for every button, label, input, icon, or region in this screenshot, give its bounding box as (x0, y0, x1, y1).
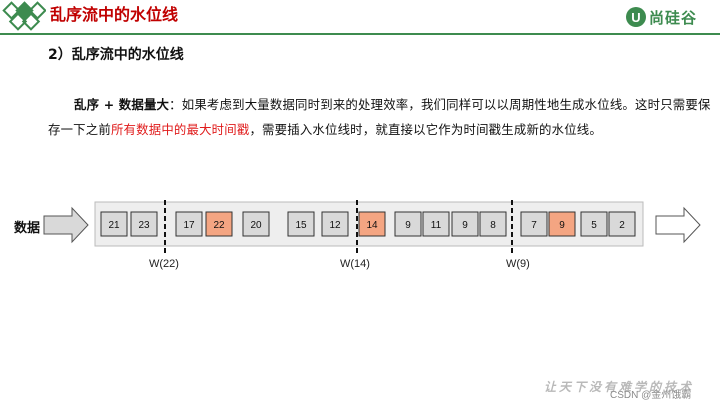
event-box (321, 211, 349, 237)
event-box (242, 211, 270, 237)
event-timestamp: 9 (405, 220, 411, 231)
event-box-highlighted (358, 211, 386, 237)
event-box (451, 211, 479, 237)
event-box (175, 211, 203, 237)
event-timestamp: 5 (591, 220, 597, 231)
watermark-diagram: 数据 21 23 17 22 20 15 12 14 9 11 9 8 7 9 5 2 W(22) W(14)… (0, 190, 720, 280)
event-box (130, 211, 158, 237)
section-subtitle: 2）乱序流中的水位线 (48, 47, 184, 63)
event-timestamp: 20 (250, 220, 262, 231)
event-box (287, 211, 315, 237)
event-timestamp: 12 (329, 220, 341, 231)
body-paragraph: 乱序 + 数据量大：如果考虑到大量数据同时到来的处理效率，我们同样可以以周期性地… (48, 92, 712, 142)
paragraph-text-1: ：如果考虑到大量数据同时到来的处理效率，我们同样可以以周期性地生成水位线。这时只… (48, 97, 711, 137)
brand-logo: U 尚硅谷 (626, 5, 697, 29)
event-timestamp: 23 (138, 220, 150, 231)
csdn-credit: CSDN @金州饿霸 (610, 390, 692, 401)
header-title: 乱序流中的水位线 (50, 5, 179, 24)
event-box-highlighted (548, 211, 576, 237)
event-box-highlighted (205, 211, 233, 237)
event-box (394, 211, 422, 237)
watermark-label: W(22) (149, 258, 179, 270)
event-box (580, 211, 608, 237)
input-arrow-icon (43, 206, 89, 244)
event-box (422, 211, 450, 237)
paragraph-highlight: 所有数据中的最大时间戳 (110, 122, 250, 137)
event-timestamp: 7 (531, 220, 537, 231)
event-timestamp: 8 (490, 220, 496, 231)
header-divider (0, 33, 720, 35)
data-input-label: 数据 (14, 221, 41, 236)
event-timestamp: 22 (213, 220, 225, 231)
brand-u-icon: U (626, 7, 646, 27)
event-box (479, 211, 507, 237)
brand-name: 尚硅谷 (649, 8, 698, 27)
event-timestamp: 11 (431, 220, 442, 231)
event-timestamp: 15 (295, 220, 307, 231)
event-box (520, 211, 548, 237)
event-timestamp: 17 (183, 220, 195, 231)
watermark-label: W(9) (506, 258, 530, 270)
event-box (608, 211, 636, 237)
event-timestamp: 9 (559, 220, 565, 231)
paragraph-term: 乱序 + 数据量大 (74, 97, 170, 112)
watermark-label: W(14) (340, 258, 370, 270)
footer-watermark: 让天下没有难学的技术 (544, 380, 695, 394)
output-arrow-icon (655, 206, 701, 244)
stream-diagram-svg: 21 23 17 22 20 15 12 14 9 11 9 8 7 9 5 2 (43, 200, 701, 254)
event-box (100, 211, 128, 237)
event-timestamp: 2 (619, 220, 625, 231)
paragraph-text-2: ，需要插入水位线时，就直接以它作为时间戳生成新的水位线。 (249, 122, 602, 137)
event-timestamp: 21 (108, 220, 120, 231)
header: 乱序流中的水位线 U 尚硅谷 (0, 0, 720, 33)
event-timestamp: 9 (462, 220, 468, 231)
diamond-logo-icon (2, 1, 46, 31)
event-timestamp: 14 (366, 220, 378, 231)
